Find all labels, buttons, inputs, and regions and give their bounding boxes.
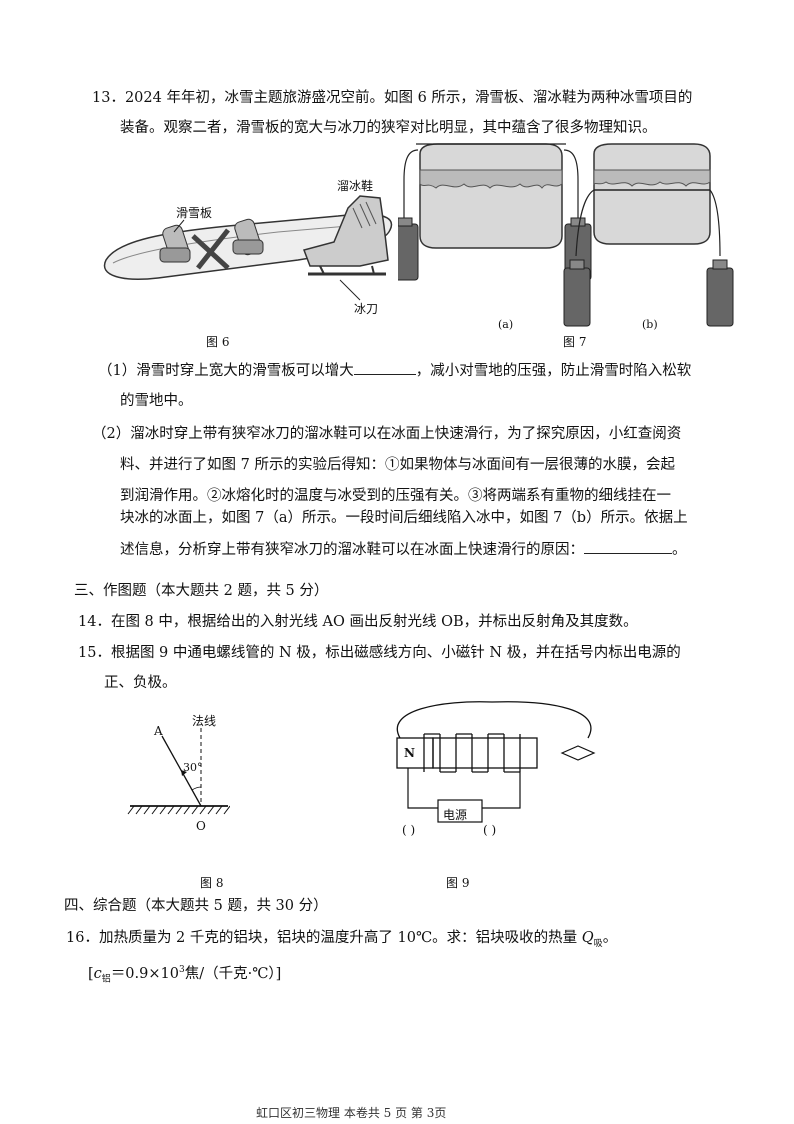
fig9-bracket-right[interactable]: ( ) xyxy=(483,823,497,837)
q13-part2-answer-blank[interactable] xyxy=(584,539,672,554)
fig8-label-O: O xyxy=(196,819,206,833)
figure-6 xyxy=(103,195,393,301)
q16-line-end: 。 xyxy=(602,930,618,946)
fig9-caption: 图 9 xyxy=(446,876,470,890)
circuit-wire-left xyxy=(407,768,438,809)
q16-q-subscript: 吸 xyxy=(593,938,603,949)
q13-part1-line2: 的雪地中。 xyxy=(120,393,193,409)
q13-part2-text-5b: 。 xyxy=(672,542,687,558)
q13-part1-text-b: ，减小对雪地的压强，防止滑雪时陷入松软 xyxy=(415,363,692,379)
snowboard-illustration xyxy=(103,213,393,280)
q16-text: 16．加热质量为 2 千克的铝块，铝块的温度升高了 10℃。求：铝块吸收的热量 xyxy=(66,930,582,946)
fig8-caption: 图 8 xyxy=(200,876,224,890)
q16-formula-unit: 焦/（千克·℃）] xyxy=(184,965,282,982)
fig7-label-a: (a) xyxy=(498,318,514,331)
q16-formula-eq: ＝0.9×10 xyxy=(110,965,179,982)
q13-part1-text-a: （1）滑雪时穿上宽大的滑雪板可以增大 xyxy=(98,363,354,379)
q16-line1: 16．加热质量为 2 千克的铝块，铝块的温度升高了 10℃。求：铝块吸收的热量 … xyxy=(66,928,617,954)
q16-formula: [c铝＝0.9×103焦/（千克·℃）] xyxy=(88,960,281,990)
q13-part2-line3: 到润滑作用。②冰熔化时的温度与冰受到的压强有关。③将两端系有重物的细线挂在一 xyxy=(120,488,671,504)
q16-c-symbol: c xyxy=(93,965,102,982)
q16-formula-open: [ xyxy=(88,965,94,982)
fig6-label-skate: 溜冰鞋 xyxy=(337,179,374,193)
figure-9 xyxy=(396,701,596,823)
q16-formula-exponent: 3 xyxy=(178,965,185,975)
fig7-caption: 图 7 xyxy=(563,335,587,349)
power-source-box xyxy=(437,799,483,823)
q13-part1-answer-blank[interactable] xyxy=(353,360,416,375)
mirror-hatching xyxy=(127,805,230,815)
magnetic-field-line xyxy=(396,701,592,739)
fig8-label-A: A xyxy=(154,724,163,738)
section-4-title: 四、综合题（本大题共 5 题，共 30 分） xyxy=(64,898,328,914)
q16-q-symbol: Q xyxy=(581,930,594,946)
fig7-b-ice-block xyxy=(563,143,734,327)
fig9-label-power: 电源 xyxy=(443,808,468,822)
solenoid-coils xyxy=(423,733,521,773)
compass-needle xyxy=(560,745,596,761)
fig8-label-normal: 法线 xyxy=(192,714,217,728)
section-3-title: 三、作图题（本大题共 2 题，共 5 分） xyxy=(74,583,329,599)
ice-skate-illustration xyxy=(303,195,389,276)
fig9-label-N: N xyxy=(404,746,415,760)
q13-part1-line1: （1）滑雪时穿上宽大的滑雪板可以增大 ，减小对雪地的压强，防止滑雪时陷入松软 xyxy=(98,360,691,381)
q13-part2-line5: 述信息，分析穿上带有狭窄冰刀的溜冰鞋可以在冰面上快速滑行的原因： 。 xyxy=(120,539,687,560)
q13-line1: 13．2024 年年初，冰雪主题旅游盛况空前。如图 6 所示，滑雪板、溜冰鞋为两… xyxy=(92,90,693,106)
q15-line2: 正、负极。 xyxy=(104,675,177,691)
q13-part2-text-5a: 述信息，分析穿上带有狭窄冰刀的溜冰鞋可以在冰面上快速滑行的原因： xyxy=(120,542,584,558)
fig7-a-ice-block xyxy=(398,143,592,281)
q14-text: 14．在图 8 中，根据给出的入射光线 AO 画出反射光线 OB，并标出反射角及… xyxy=(78,614,638,630)
q13-line2: 装备。观察二者，滑雪板的宽大与冰刀的狭窄对比明显，其中蕴含了很多物理知识。 xyxy=(120,120,657,136)
q16-c-subscript: 铝 xyxy=(101,974,111,985)
fig6-caption: 图 6 xyxy=(206,335,230,349)
page-footer: 虹口区初三物理 本卷共 5 页 第 3页 xyxy=(256,1106,447,1120)
solenoid-core-n-end xyxy=(396,737,434,769)
fig9-bracket-left[interactable]: ( ) xyxy=(402,823,416,837)
q13-part2-line4: 块冰的冰面上，如图 7（a）所示。一段时间后细线陷入冰中，如图 7（b）所示。依… xyxy=(120,510,688,526)
figure-8 xyxy=(127,728,230,815)
circuit-wire-right xyxy=(482,772,521,809)
figure-7 xyxy=(398,143,734,327)
fig8-label-angle: 30° xyxy=(183,761,203,774)
fig7-label-b: (b) xyxy=(642,318,658,331)
q13-part2-line1: （2）溜冰时穿上带有狭窄冰刀的溜冰鞋可以在冰面上快速滑行，为了探究原因，小红查阅… xyxy=(92,426,682,442)
solenoid-core xyxy=(432,737,538,769)
incident-ray-arrow xyxy=(181,770,187,776)
fig6-label-blade: 冰刀 xyxy=(354,302,379,316)
q13-part2-line2: 料、并进行了如图 7 所示的实验后得知：①如果物体与冰面间有一层很薄的水膜，会起 xyxy=(120,457,675,473)
q15-line1: 15．根据图 9 中通电螺线管的 N 极，标出磁感线方向、小磁针 N 极，并在括… xyxy=(78,645,681,661)
fig6-label-snowboard: 滑雪板 xyxy=(176,206,213,220)
